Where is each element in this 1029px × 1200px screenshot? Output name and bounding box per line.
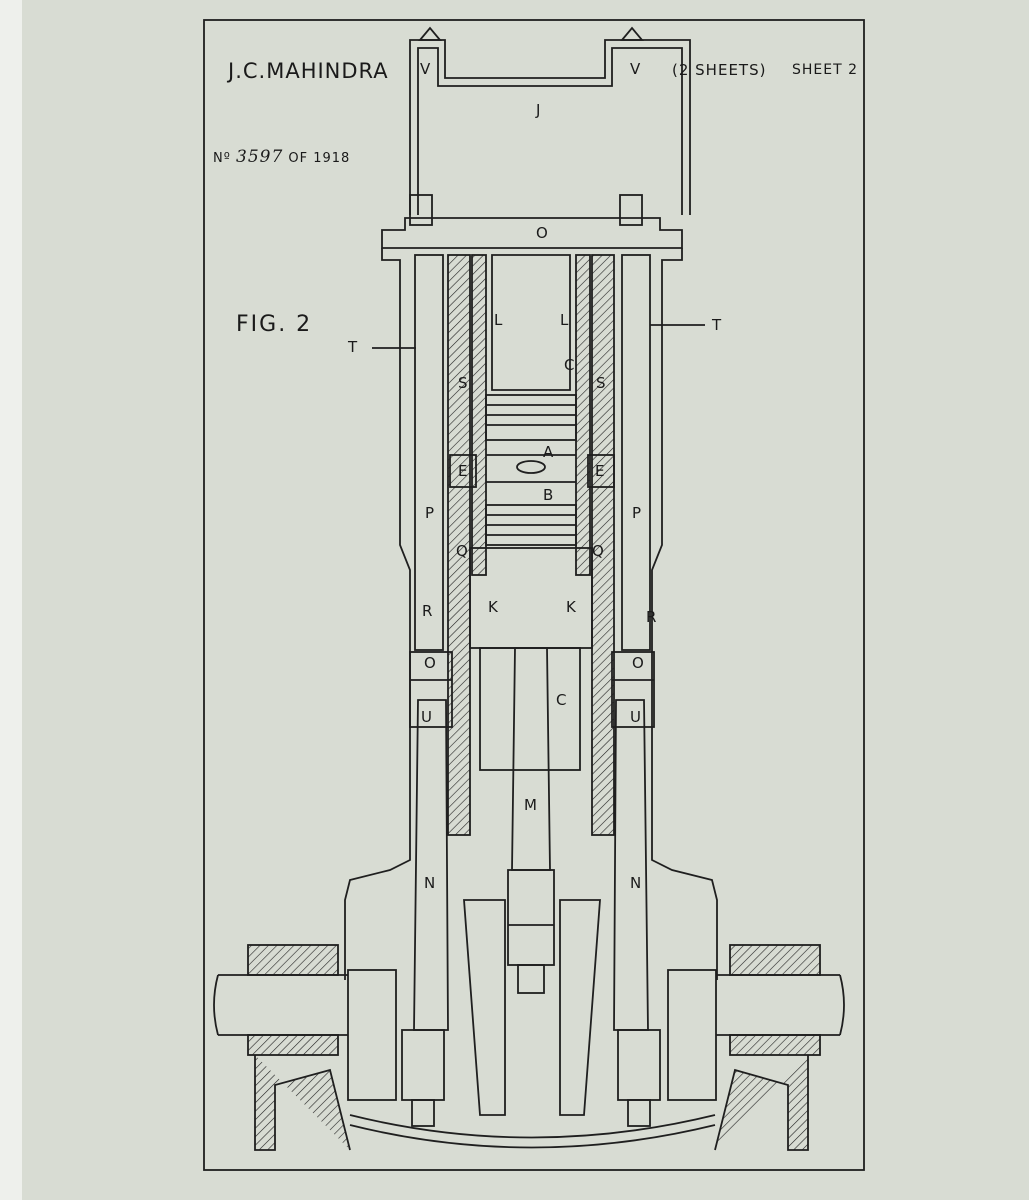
lower-nut-left [411, 1099, 435, 1127]
label-R-left: R [422, 602, 432, 620]
label-P-left: P [425, 504, 434, 522]
big-end-bearing [507, 869, 555, 966]
shaft-end-left [213, 974, 219, 1036]
label-U-left: U [421, 708, 432, 726]
tie-rod-left [414, 254, 444, 651]
cylinder-head-outline [409, 39, 691, 215]
tie-rod-right [621, 254, 651, 651]
lower-piston-skirt [479, 647, 581, 771]
cylinder-wall-left [447, 254, 471, 836]
label-T-left: T [347, 338, 358, 356]
drawing-border [203, 19, 865, 1171]
label-R-right: R [646, 608, 656, 626]
main-bearing-base-right [729, 1034, 821, 1056]
label-K-right: K [566, 598, 577, 616]
liner-right [575, 254, 591, 576]
label-V-right: V [630, 60, 641, 78]
sump-bottom [349, 1114, 716, 1139]
cylinder-wall-right [591, 254, 615, 836]
label-O-left: O [424, 654, 436, 672]
cross-plate-O [381, 217, 683, 249]
label-N-left: N [424, 874, 435, 892]
label-S-right: S [596, 374, 606, 392]
label-U-right: U [630, 708, 641, 726]
label-J: J [535, 101, 540, 119]
casing-left-upper [381, 248, 411, 745]
crankshaft-lines [218, 974, 840, 1036]
side-rod-N-right [613, 699, 649, 1031]
crosshead-U-right [611, 651, 655, 728]
figure-label: FIG. 2 [236, 312, 313, 337]
chamber-valve [516, 460, 546, 474]
big-end-bolt [517, 964, 545, 994]
label-C-upper: C [564, 356, 574, 374]
valve-cap-right [620, 26, 644, 41]
crosshead-U-left [409, 651, 453, 728]
liner-left [471, 254, 487, 576]
label-A: A [543, 443, 554, 461]
side-rod-N-left [413, 699, 449, 1031]
top-bolt-left [409, 194, 433, 226]
patent-number: 3597 [236, 147, 284, 167]
main-bearing-cap-left [247, 944, 339, 976]
crank-web-right [559, 899, 601, 1116]
shaft-end-right [839, 974, 845, 1036]
flywheel-hub-left [347, 969, 397, 1101]
patent-number-line: Nº 3597 OF 1918 [213, 147, 350, 167]
label-L-left: L [494, 311, 503, 329]
top-bolt-right [619, 194, 643, 226]
applicant-name: J.C.MAHINDRA [228, 59, 389, 83]
casing-right-upper [651, 248, 683, 745]
patent-year: OF 1918 [288, 151, 351, 166]
label-V-left: V [420, 60, 431, 78]
flywheel-hub-right [667, 969, 717, 1101]
main-bearing-base-left [247, 1034, 339, 1056]
crankcase-leg-right [714, 1055, 809, 1151]
lower-bearing-right [617, 1029, 661, 1101]
label-C-lower: C [556, 691, 566, 709]
lower-bearing-left [401, 1029, 445, 1101]
crankcase-left-shoulder [344, 745, 411, 980]
upper-piston-rings [485, 394, 577, 441]
connecting-rod-M [511, 647, 551, 871]
label-Q-right: Q [592, 542, 604, 560]
left-margin-strip [0, 0, 22, 1200]
valve-cap-left [418, 26, 442, 41]
label-M: M [524, 796, 537, 814]
port-E-right [587, 454, 615, 488]
label-O-right: O [632, 654, 644, 672]
label-O-top: O [536, 224, 548, 242]
main-bearing-cap-right [729, 944, 821, 976]
label-L-right: L [560, 311, 569, 329]
crankcase-leg-left [254, 1055, 351, 1151]
lower-nut-right [627, 1099, 651, 1127]
label-S-left: S [458, 374, 468, 392]
crankcase-right-shoulder [651, 745, 718, 980]
patent-prefix: Nº [213, 151, 231, 166]
cylinder-head-inner [417, 47, 683, 215]
label-T-right: T [711, 316, 722, 334]
label-Q-left: Q [456, 542, 468, 560]
label-K-left: K [488, 598, 499, 616]
label-B: B [543, 486, 553, 504]
drawing-sheet [22, 0, 1029, 1200]
label-E-right: E [595, 462, 604, 480]
sump-bottom-inner [349, 1124, 716, 1149]
label-P-right: P [632, 504, 641, 522]
crank-web-left [463, 899, 506, 1116]
label-E-left: E [458, 462, 467, 480]
label-N-right: N [630, 874, 641, 892]
port-E-left [449, 454, 477, 488]
sheet-number: SHEET 2 [792, 62, 859, 78]
upper-piston [491, 254, 571, 391]
sheet-count: (2 SHEETS) [672, 61, 767, 79]
